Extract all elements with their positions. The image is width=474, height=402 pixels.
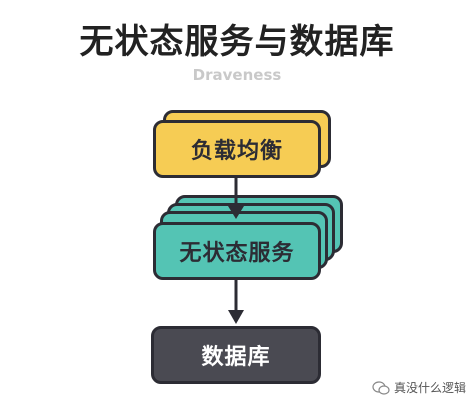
- watermark-text: 真没什么逻辑: [394, 381, 467, 395]
- wechat-icon: [372, 380, 390, 395]
- watermark: 真没什么逻辑: [372, 379, 466, 396]
- arrow-service-to-database: [228, 280, 244, 324]
- database-box: 数据库: [151, 326, 321, 384]
- load-balancer-box: 负载均衡: [153, 120, 321, 178]
- author-subtitle: Draveness: [192, 66, 282, 84]
- diagram-title: 无状态服务与数据库: [79, 22, 395, 62]
- stateless-service-box: 无状态服务: [153, 222, 321, 280]
